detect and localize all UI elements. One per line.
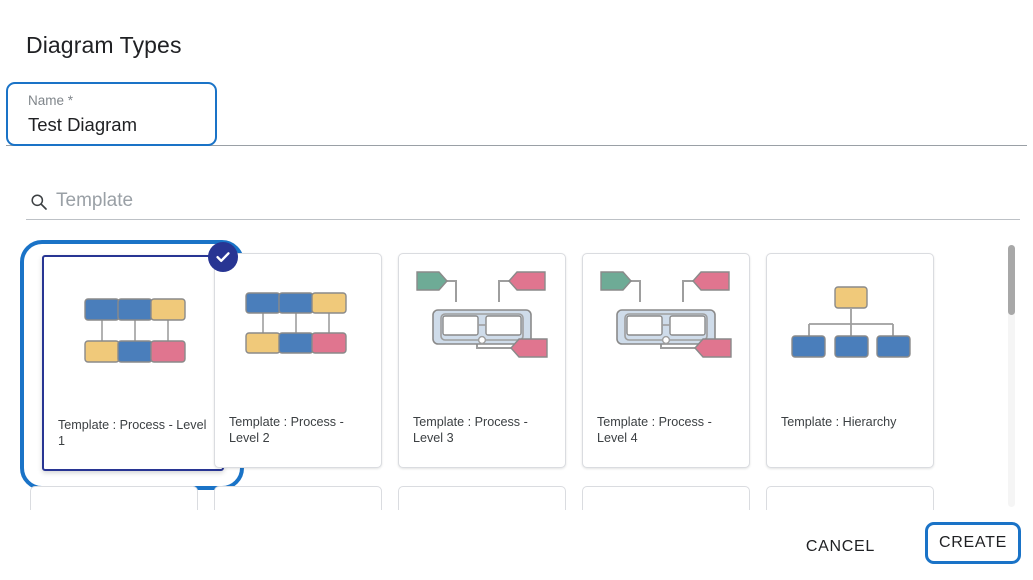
cancel-button[interactable]: CANCEL — [796, 530, 885, 564]
template-card-partial[interactable] — [398, 486, 566, 510]
search-input[interactable] — [54, 186, 754, 216]
template-thumbnail-hierarchy — [767, 254, 933, 400]
template-grid: Template : Process - Level 1 — [0, 238, 1010, 510]
name-field-label: Name * — [28, 93, 74, 108]
template-card-slot: Template : Process - Level 4 — [564, 238, 750, 470]
template-card-slot: Template : Process - Level 2 — [196, 238, 382, 470]
template-card-label: Template : Process - Level 2 — [229, 415, 344, 445]
page-title: Diagram Types — [26, 32, 182, 58]
template-card-slot — [748, 486, 934, 510]
template-card-slot: Template : Process - Level 3 — [380, 238, 566, 470]
template-card-slot: Template : Hierarchy — [748, 238, 934, 470]
create-button[interactable]: CREATE — [925, 522, 1021, 564]
template-thumbnail-process-grid — [44, 257, 222, 403]
template-card-process-level-3[interactable]: Template : Process - Level 3 — [398, 253, 566, 468]
template-card-partial[interactable] — [766, 486, 934, 510]
template-card-slot — [12, 486, 198, 510]
template-row-2 — [12, 486, 934, 510]
check-circle-icon — [208, 242, 238, 272]
template-card-label: Template : Process - Level 1 — [58, 418, 207, 448]
template-card-label: Template : Process - Level 4 — [597, 415, 712, 445]
template-card-process-level-4[interactable]: Template : Process - Level 4 — [582, 253, 750, 468]
name-field-box[interactable]: Name * — [6, 82, 217, 146]
name-underline — [6, 145, 1027, 146]
template-card-slot — [380, 486, 566, 510]
template-card-slot — [196, 486, 382, 510]
name-input[interactable] — [28, 114, 203, 136]
template-card-slot: Template : Process - Level 1 — [12, 238, 244, 490]
dialog-footer: CANCEL CREATE — [0, 512, 1033, 580]
template-thumbnail-process-container — [399, 254, 565, 400]
template-row-1: Template : Process - Level 1 — [12, 238, 934, 490]
template-thumbnail-process-container — [583, 254, 749, 400]
template-card-slot — [564, 486, 750, 510]
search-divider — [26, 219, 1020, 220]
template-card-label: Template : Hierarchy — [781, 415, 897, 429]
template-search-group — [26, 186, 1020, 222]
scrollbar-thumb[interactable] — [1008, 245, 1015, 315]
template-card-partial[interactable] — [30, 486, 198, 510]
template-card-partial[interactable] — [214, 486, 382, 510]
search-icon — [30, 193, 48, 211]
template-card-label: Template : Process - Level 3 — [413, 415, 528, 445]
template-thumbnail-process-grid — [215, 254, 381, 400]
template-card-partial[interactable] — [582, 486, 750, 510]
template-card-hierarchy[interactable]: Template : Hierarchy — [766, 253, 934, 468]
template-grid-scrollbar[interactable] — [1008, 245, 1015, 507]
name-field-group: Name * — [6, 82, 1027, 146]
template-card-process-level-1[interactable]: Template : Process - Level 1 — [42, 255, 224, 471]
template-card-process-level-2[interactable]: Template : Process - Level 2 — [214, 253, 382, 468]
